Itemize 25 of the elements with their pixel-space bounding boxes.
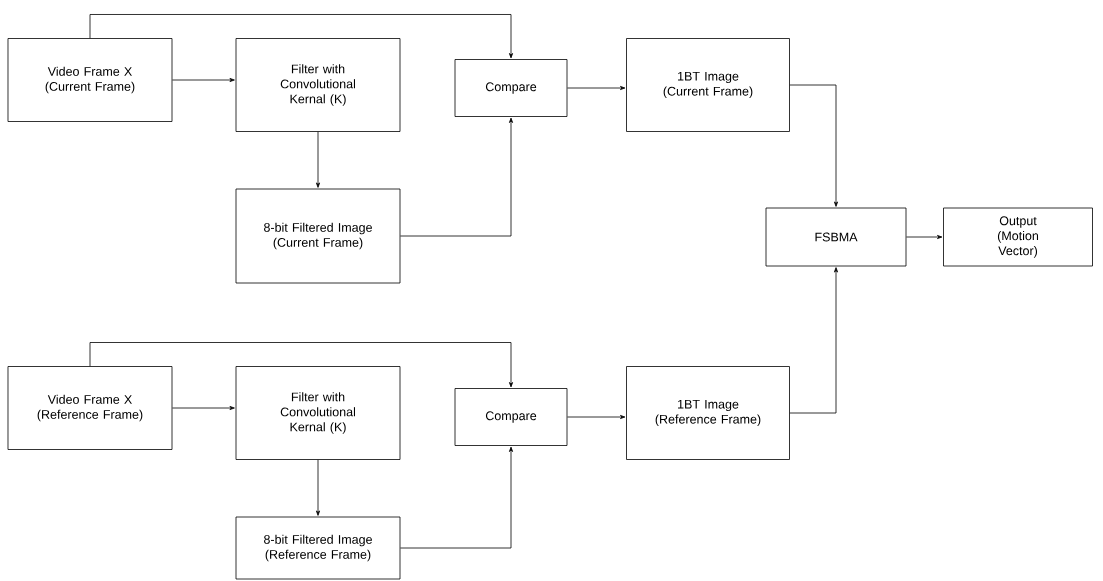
arrow	[400, 117, 513, 237]
process-box: Filter with Convolutional Kernal (K)	[235, 38, 401, 132]
process-box: Compare	[454, 388, 568, 446]
process-box: Compare	[454, 59, 568, 117]
arrow	[172, 78, 235, 82]
arrow	[567, 415, 626, 419]
arrow	[89, 342, 513, 388]
arrow	[172, 406, 235, 410]
arrow	[400, 446, 513, 549]
process-box: 1BT Image (Reference Frame)	[626, 366, 790, 460]
process-box: Video Frame X (Reference Frame)	[7, 366, 173, 450]
arrow	[789, 267, 838, 414]
process-box: Output (Motion Vector)	[943, 207, 1093, 267]
arrow	[789, 84, 838, 207]
arrow	[567, 86, 626, 90]
arrow	[316, 131, 320, 188]
process-box: 8-bit Filtered Image (Reference Frame)	[235, 516, 401, 580]
arrow	[316, 459, 320, 516]
process-box: Filter with Convolutional Kernal (K)	[235, 366, 401, 460]
process-box: FSBMA	[765, 207, 907, 267]
process-box: 1BT Image (Current Frame)	[626, 38, 790, 132]
arrow	[89, 14, 513, 59]
process-box: Video Frame X (Current Frame)	[7, 38, 173, 122]
process-box: 8-bit Filtered Image (Current Frame)	[235, 188, 401, 284]
arrow	[906, 235, 943, 239]
